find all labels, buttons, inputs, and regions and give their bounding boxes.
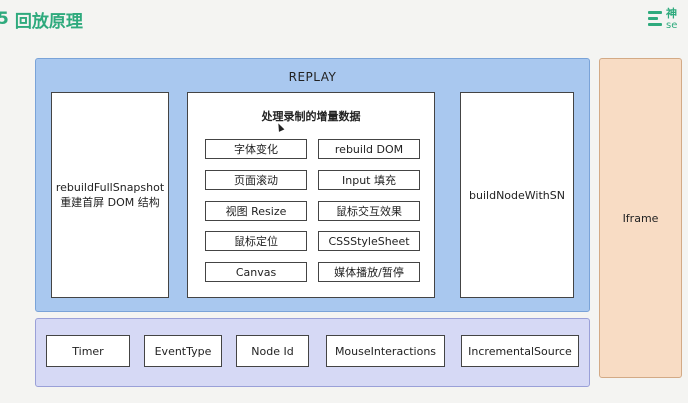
build-node-with-sn-label: buildNodeWithSN [469, 188, 565, 202]
incremental-item: Canvas [205, 262, 307, 282]
rebuild-full-snapshot-box: rebuildFullSnapshot 重建首屏 DOM 结构 [51, 92, 169, 298]
incremental-item: 鼠标交互效果 [318, 201, 420, 221]
incremental-item: 视图 Resize [205, 201, 307, 221]
iframe-label: Iframe [622, 211, 659, 225]
incremental-item: Input 填充 [318, 170, 420, 190]
rebuild-full-snapshot-label: rebuildFullSnapshot [55, 181, 165, 194]
incremental-data-box: 处理录制的增量数据 字体变化 rebuild DOM 页面滚动 Input 填充… [187, 92, 435, 298]
replay-container: REPLAY rebuildFullSnapshot 重建首屏 DOM 结构 处… [35, 58, 590, 312]
bottom-item-event-type: EventType [144, 335, 222, 367]
logo-text-line1: 神 [666, 7, 677, 20]
incremental-item: 媒体播放/暂停 [318, 262, 420, 282]
slide-number: 5 [0, 9, 9, 29]
incremental-item: 字体变化 [205, 139, 307, 159]
bottom-container: Timer EventType Node Id MouseInteraction… [35, 318, 590, 387]
bottom-item-timer: Timer [46, 335, 130, 367]
rebuild-full-snapshot-desc: 重建首屏 DOM 结构 [60, 196, 160, 209]
logo-mark-icon [646, 9, 664, 31]
incremental-item: 鼠标定位 [205, 231, 307, 251]
slide-title: 5 回放原理 [0, 6, 83, 32]
replay-title: REPLAY [288, 70, 337, 84]
logo-text-line2: se [666, 20, 678, 31]
incremental-data-title: 处理录制的增量数据 [261, 110, 361, 123]
incremental-item: CSSStyleSheet [318, 231, 420, 251]
bottom-item-mouse-interactions: MouseInteractions [326, 335, 445, 367]
build-node-with-sn-box: buildNodeWithSN [460, 92, 574, 298]
incremental-item: 页面滚动 [205, 170, 307, 190]
brand-logo: 神 se [646, 4, 688, 36]
bottom-item-node-id: Node Id [236, 335, 309, 367]
incremental-item: rebuild DOM [318, 139, 420, 159]
bottom-item-incremental-source: IncrementalSource [461, 335, 579, 367]
slide-title-text: 回放原理 [14, 11, 83, 32]
iframe-box: Iframe [599, 58, 682, 378]
